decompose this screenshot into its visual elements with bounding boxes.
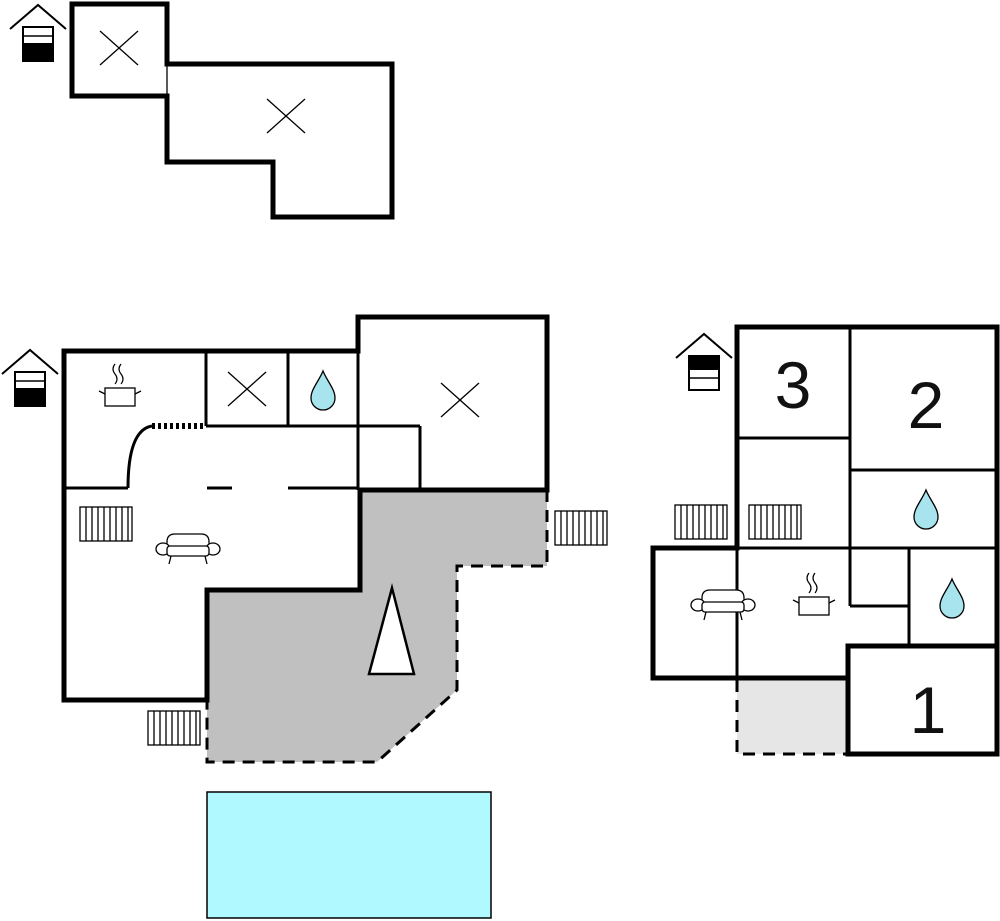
room-1-label: 1 [910,673,947,747]
ground-floor [1,314,608,919]
stairs-cross-icon [266,98,306,134]
terrace [207,490,547,762]
attic-outline [69,1,395,220]
ground-floor-outline [61,314,550,703]
house-floor-icon [1,349,59,407]
water-drop-icon [913,489,939,530]
water-drop-icon [939,578,965,619]
kitchen-pot-icon [792,572,836,616]
sofa-icon [155,533,221,565]
sofa-icon [690,589,756,621]
room-3-label: 3 [775,348,812,422]
radiator-icon [147,710,201,746]
radiator-icon [748,504,802,540]
radiator-icon [79,506,133,542]
terrace-edge [205,490,549,764]
house-floor-icon [675,333,733,391]
upper-floor: 3 2 1 [650,324,1000,757]
room-2-label: 2 [908,368,945,442]
house-floor-icon [9,4,67,62]
radiator-icon [554,510,608,546]
north-arrow-icon [367,583,416,676]
attic-floor [9,1,395,220]
pool [206,791,492,919]
balcony-edge [735,680,848,756]
stairs-cross-icon [440,382,480,418]
water-drop-icon [310,370,336,411]
stairs-cross-icon [227,371,267,407]
stairs-cross-icon [99,30,139,66]
balcony [737,680,848,754]
kitchen-pot-icon [98,363,142,407]
radiator-icon [674,504,728,540]
